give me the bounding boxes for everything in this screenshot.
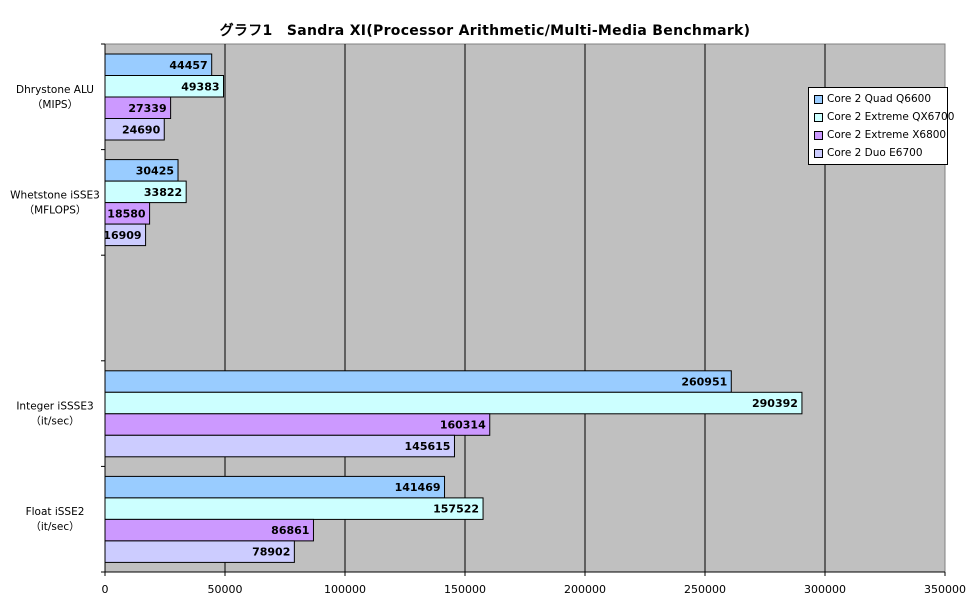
legend-label: Core 2 Extreme QX6700 xyxy=(827,111,955,123)
x-tick-label: 150000 xyxy=(444,583,486,596)
category-unit-label: （it/sec） xyxy=(30,521,79,533)
category-label: Dhrystone ALU xyxy=(16,84,94,96)
x-tick-label: 50000 xyxy=(208,583,243,596)
legend-item: Core 2 Extreme QX6700 xyxy=(809,108,954,126)
x-tick-label: 350000 xyxy=(924,583,966,596)
bar-data-label: 44457 xyxy=(169,59,207,72)
category-unit-label: （MFLOPS） xyxy=(24,204,87,216)
bar-data-label: 24690 xyxy=(122,123,161,136)
x-tick-label: 0 xyxy=(102,583,109,596)
bar xyxy=(104,497,484,520)
category-label: Float iSSE2 xyxy=(26,506,85,518)
category-label: Whetstone iSSE3 xyxy=(10,189,100,201)
category-unit-label: （MIPS） xyxy=(32,99,78,111)
bar xyxy=(104,540,295,563)
legend-label: Core 2 Extreme X6800 xyxy=(827,129,947,141)
bar xyxy=(104,118,165,141)
bar xyxy=(104,370,732,393)
bar-data-label: 16909 xyxy=(103,229,141,242)
legend-item: Core 2 Quad Q6600 xyxy=(809,90,947,108)
bar-data-label: 260951 xyxy=(681,376,727,389)
x-tick-label: 300000 xyxy=(804,583,846,596)
category-unit-label: （it/sec） xyxy=(30,416,79,428)
chart-title: グラフ1 Sandra XI(Processor Arithmetic/Mult… xyxy=(219,23,751,39)
bar-data-label: 49383 xyxy=(181,80,219,93)
legend-swatch xyxy=(814,148,823,158)
bar-data-label: 78902 xyxy=(252,546,290,559)
legend-swatch xyxy=(814,94,823,104)
bar-data-label: 30425 xyxy=(136,164,174,177)
bar-data-label: 145615 xyxy=(405,440,451,453)
bar-data-label: 86861 xyxy=(271,524,309,537)
legend-swatch xyxy=(814,112,823,122)
legend-label: Core 2 Quad Q6600 xyxy=(827,93,932,105)
bar-data-label: 18580 xyxy=(107,207,146,220)
bar xyxy=(104,223,147,247)
bar xyxy=(104,434,455,458)
category-label: Integer iSSSE3 xyxy=(16,401,93,413)
bar-data-label: 290392 xyxy=(752,397,798,410)
bar-data-label: 27339 xyxy=(128,102,166,115)
legend-label: Core 2 Duo E6700 xyxy=(827,147,923,159)
legend-swatch xyxy=(814,130,823,140)
bar-data-label: 160314 xyxy=(440,419,486,432)
x-tick-label: 200000 xyxy=(564,583,606,596)
legend-item: Core 2 Extreme X6800 xyxy=(809,126,947,144)
x-tick-label: 250000 xyxy=(684,583,726,596)
bar-data-label: 157522 xyxy=(433,503,479,516)
x-tick-label: 100000 xyxy=(324,583,366,596)
bar-data-label: 33822 xyxy=(144,186,182,199)
legend-item: Core 2 Duo E6700 xyxy=(809,144,947,162)
bar xyxy=(104,413,491,436)
bar-data-label: 141469 xyxy=(395,481,441,494)
bar xyxy=(104,391,803,415)
